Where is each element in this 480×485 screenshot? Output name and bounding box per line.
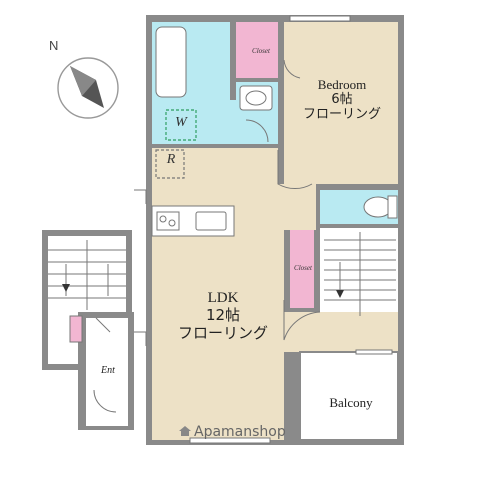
fridge-label: R	[166, 152, 176, 167]
washbasin	[239, 85, 273, 111]
watermark: Apamanshop	[178, 424, 286, 440]
passage	[284, 312, 398, 352]
closet-top-label: Closet	[252, 47, 270, 55]
door-swing	[93, 389, 117, 413]
window	[355, 349, 393, 355]
fridge-space	[155, 149, 185, 179]
basin-bowl	[245, 90, 267, 106]
washer-space	[165, 109, 197, 141]
ldk-size: 12帖	[205, 306, 241, 325]
window	[289, 15, 351, 22]
closet-top	[236, 22, 278, 78]
ldk-nook	[278, 184, 316, 230]
ldk-floor: フローリング	[177, 323, 268, 342]
house-logo-icon	[178, 425, 192, 437]
bedroom-floor: フローリング	[302, 106, 381, 122]
watermark-text: Apamanshop	[194, 424, 286, 440]
stairs-left	[48, 240, 126, 310]
closet-middle	[290, 230, 314, 308]
balcony	[299, 351, 399, 441]
door-swing	[283, 300, 321, 341]
shoe-closet	[69, 315, 83, 343]
hallway	[152, 148, 278, 200]
bedroom-name: Bedroom	[317, 77, 367, 92]
compass-north-label: N	[49, 38, 59, 53]
burner	[168, 219, 176, 227]
window	[189, 437, 271, 444]
sink	[195, 211, 227, 231]
door-marker	[134, 331, 147, 346]
entrance	[86, 318, 128, 426]
door-swing	[245, 119, 269, 143]
ldk-label: LDK 12帖 フローリング	[158, 290, 288, 342]
balcony-label: Balcony	[329, 395, 373, 410]
stair-arrow	[336, 290, 344, 298]
door-swing	[283, 59, 301, 79]
kitchen-counter	[151, 205, 235, 237]
ldk	[152, 200, 284, 440]
compass-needle-shade-icon	[70, 66, 96, 96]
door-swing	[95, 317, 111, 333]
door-swing	[277, 150, 313, 190]
stair-arrow	[62, 284, 70, 292]
entrance-label: Ent	[101, 365, 115, 376]
burner	[159, 215, 167, 223]
bedroom-label: Bedroom 6帖 フローリング	[292, 77, 392, 123]
door-marker	[134, 189, 147, 204]
toilet-tank	[387, 195, 398, 219]
ldk-name: LDK	[207, 290, 239, 306]
stairwell-right	[320, 228, 398, 318]
stove	[156, 211, 180, 231]
bedroom-size: 6帖	[331, 91, 353, 107]
bathtub	[155, 26, 187, 98]
stairs-right	[324, 232, 396, 316]
closet-middle-label: Closet	[294, 264, 312, 272]
washer-label: W	[175, 115, 187, 130]
bedroom	[284, 22, 398, 184]
